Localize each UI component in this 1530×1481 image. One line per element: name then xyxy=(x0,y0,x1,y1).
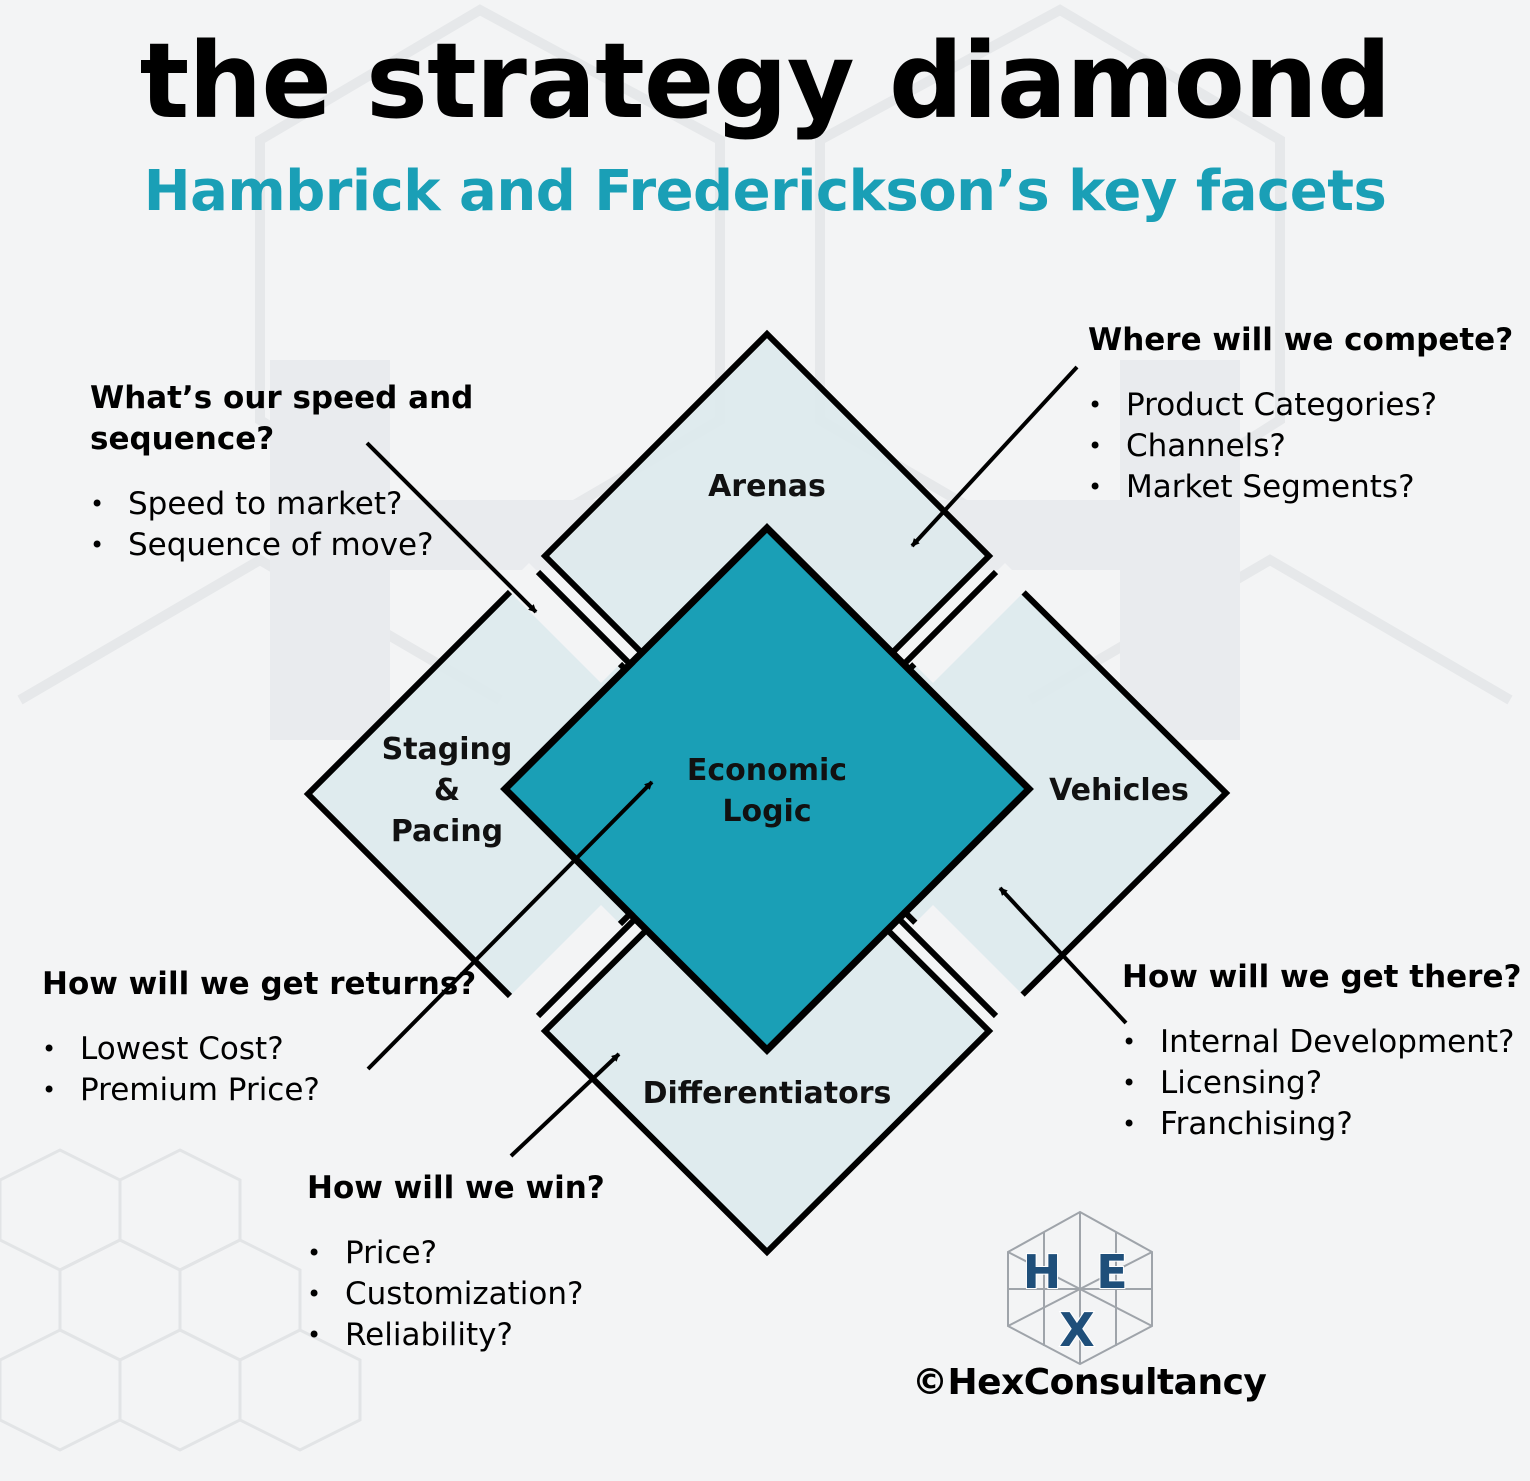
list-item: Lowest Cost? xyxy=(42,1029,476,1070)
logo-letter-h: H xyxy=(1023,1245,1062,1299)
list-item: Premium Price? xyxy=(42,1070,476,1111)
vehicles-question: How will we get there? xyxy=(1122,959,1522,995)
list-item: Product Categories? xyxy=(1088,385,1513,426)
arrow-to-vehicles xyxy=(998,886,1128,1025)
list-item: Internal Development? xyxy=(1122,1022,1521,1063)
logo-letter-e: E xyxy=(1096,1245,1127,1299)
staging-list: Speed to market? Sequence of move? xyxy=(90,484,473,566)
list-item: Market Segments? xyxy=(1088,467,1513,508)
arenas-question: Where will we compete? xyxy=(1088,322,1514,358)
list-item: Licensing? xyxy=(1122,1063,1521,1104)
hex-logo-icon: H E X xyxy=(1007,1210,1153,1366)
arrow-to-differentiators xyxy=(509,1052,621,1158)
economic-logic-label-line-1: Economic xyxy=(687,753,847,788)
arenas-question-block: Where will we compete? Product Categorie… xyxy=(1088,320,1513,508)
list-item: Channels? xyxy=(1088,426,1513,467)
economic-logic-question: How will we get returns? xyxy=(42,966,477,1002)
economic-logic-list: Lowest Cost? Premium Price? xyxy=(42,1029,476,1111)
page-subtitle: Hambrick and Frederickson’s key facets xyxy=(143,159,1387,224)
staging-question-block: What’s our speed and sequence? Speed to … xyxy=(90,378,473,566)
economic-logic-facet xyxy=(500,523,1034,1055)
staging-label-line-2: & xyxy=(434,773,460,808)
differentiators-label: Differentiators xyxy=(643,1076,892,1111)
economic-logic-question-block: How will we get returns? Lowest Cost? Pr… xyxy=(42,964,476,1111)
differentiators-question-block: How will we win? Price? Customization? R… xyxy=(307,1168,605,1356)
differentiators-list: Price? Customization? Reliability? xyxy=(307,1233,605,1356)
arenas-label: Arenas xyxy=(708,469,826,504)
list-item: Speed to market? xyxy=(90,484,473,525)
staging-question-line-1: What’s our speed and xyxy=(90,380,474,416)
staging-label-line-3: Pacing xyxy=(391,814,503,849)
facet-separators xyxy=(505,563,1029,1025)
differentiators-question: How will we win? xyxy=(307,1170,605,1206)
vehicles-question-block: How will we get there? Internal Developm… xyxy=(1122,957,1521,1145)
arrow-to-arenas xyxy=(910,365,1079,548)
page-title: the strategy diamond xyxy=(139,20,1392,142)
list-item: Price? xyxy=(307,1233,605,1274)
brand-copyright: ©HexConsultancy xyxy=(912,1362,1267,1403)
vehicles-label: Vehicles xyxy=(1049,773,1189,808)
list-item: Customization? xyxy=(307,1274,605,1315)
logo-letter-x: X xyxy=(1059,1303,1094,1357)
staging-question-line-2: sequence? xyxy=(90,421,275,457)
list-item: Franchising? xyxy=(1122,1104,1521,1145)
arenas-list: Product Categories? Channels? Market Seg… xyxy=(1088,385,1513,508)
arrow-to-economic-logic xyxy=(366,780,654,1071)
list-item: Reliability? xyxy=(307,1315,605,1356)
vehicles-list: Internal Development? Licensing? Franchi… xyxy=(1122,1022,1521,1145)
staging-label-line-1: Staging xyxy=(382,732,513,767)
economic-logic-label-line-2: Logic xyxy=(722,794,811,829)
list-item: Sequence of move? xyxy=(90,525,473,566)
